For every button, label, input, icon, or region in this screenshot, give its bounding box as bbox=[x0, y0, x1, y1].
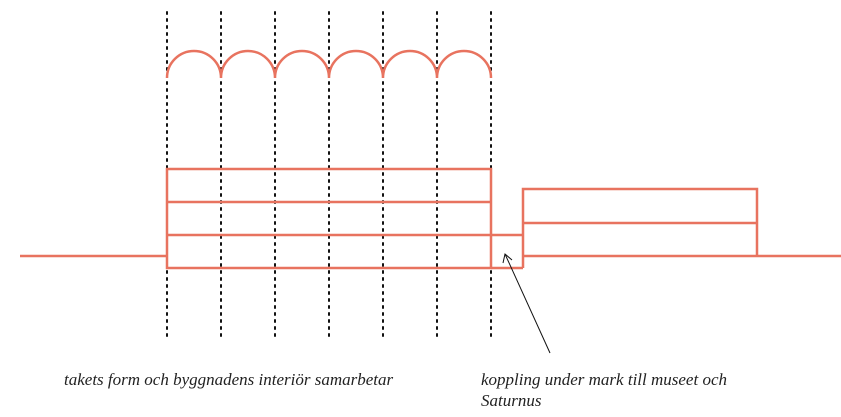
arrowhead-icon bbox=[502, 253, 513, 264]
main-building-outline bbox=[165, 167, 493, 270]
annotation-left: takets form och byggnadens interiör sama… bbox=[64, 370, 394, 389]
leader-line bbox=[504, 253, 551, 354]
annotation-right: koppling under mark till museet och Satu… bbox=[481, 370, 727, 410]
museum-building-section bbox=[521, 187, 759, 268]
scalloped-roof bbox=[165, 49, 493, 79]
annotation-leader bbox=[502, 253, 551, 354]
main-building-section bbox=[165, 167, 523, 270]
